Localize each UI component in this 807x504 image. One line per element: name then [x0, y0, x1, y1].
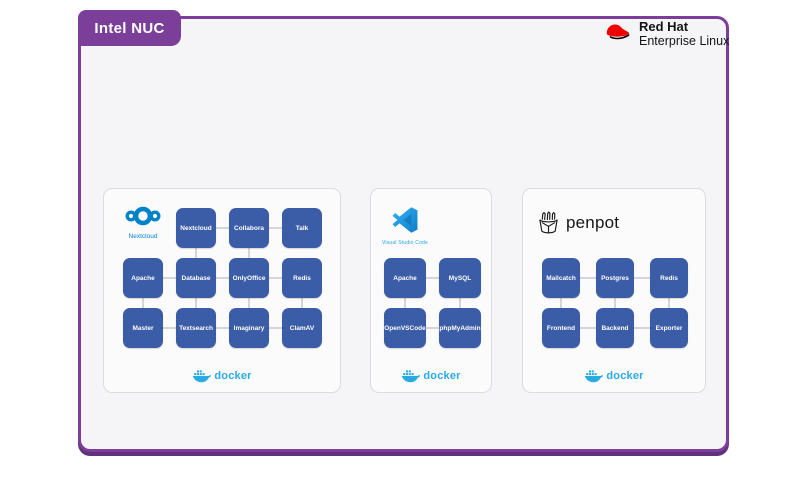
- service-box-phpmyadmin: phpMyAdmin: [439, 308, 481, 348]
- service-box-mailcatch: Mailcatch: [542, 258, 580, 298]
- penpot-icon: [539, 211, 558, 234]
- redhat-branding: Red Hat Enterprise Linux: [603, 20, 729, 49]
- docker-logo: docker: [104, 369, 340, 383]
- connector-line: [216, 227, 229, 229]
- vscode-icon: [392, 207, 418, 233]
- service-box-apache: Apache: [384, 258, 426, 298]
- service-box-postgres: Postgres: [596, 258, 634, 298]
- connector-line: [580, 327, 596, 329]
- service-box-exporter: Exporter: [650, 308, 688, 348]
- vscode-logo: Visual Studio Code: [375, 207, 435, 246]
- service-box-clamav: ClamAV: [282, 308, 322, 348]
- docker-label: docker: [606, 370, 644, 382]
- service-box-redis: Redis: [282, 258, 322, 298]
- connector-line: [301, 298, 303, 308]
- connector-line: [580, 277, 596, 279]
- docker-whale-icon: [402, 370, 421, 383]
- docker-label: docker: [214, 370, 252, 382]
- nextcloud-icon: [125, 206, 161, 226]
- service-box-master: Master: [123, 308, 163, 348]
- docker-logo: docker: [523, 369, 705, 383]
- nextcloud-logo: Nextcloud: [113, 205, 173, 240]
- connector-line: [614, 298, 616, 308]
- service-box-mysql: MySQL: [439, 258, 481, 298]
- connector-line: [248, 298, 250, 308]
- service-box-textsearch: Textsearch: [176, 308, 216, 348]
- connector-line: [634, 277, 650, 279]
- service-box-talk: Talk: [282, 208, 322, 248]
- connector-line: [163, 277, 176, 279]
- redhat-product: Enterprise Linux: [639, 33, 730, 48]
- service-box-collabora: Collabora: [229, 208, 269, 248]
- connector-line: [195, 248, 197, 258]
- intel-nuc-tab: Intel NUC: [78, 10, 181, 46]
- docker-logo: docker: [371, 369, 491, 383]
- service-box-backend: Backend: [596, 308, 634, 348]
- service-box-frontend: Frontend: [542, 308, 580, 348]
- service-box-redis: Redis: [650, 258, 688, 298]
- connector-line: [269, 327, 282, 329]
- connector-line: [216, 327, 229, 329]
- connector-line: [248, 248, 250, 258]
- nextcloud-stack-card: Nextcloud Nextcloud Collabora Talk Apach…: [103, 188, 341, 393]
- connector-line: [426, 277, 439, 279]
- connector-line: [216, 277, 229, 279]
- redhat-text: Red Hat Enterprise Linux: [639, 20, 729, 48]
- connector-line: [426, 327, 439, 329]
- service-box-imaginary: Imaginary: [229, 308, 269, 348]
- connector-line: [163, 327, 176, 329]
- service-box-nextcloud: Nextcloud: [176, 208, 216, 248]
- docker-whale-icon: [585, 370, 604, 383]
- service-box-database: Database: [176, 258, 216, 298]
- connector-line: [269, 227, 282, 229]
- docker-label: docker: [423, 370, 461, 382]
- connector-line: [634, 327, 650, 329]
- service-box-apache: Apache: [123, 258, 163, 298]
- connector-line: [195, 298, 197, 308]
- docker-whale-icon: [193, 370, 212, 383]
- connector-line: [459, 298, 461, 308]
- intel-nuc-label: Intel NUC: [94, 19, 165, 37]
- connector-line: [404, 298, 406, 308]
- service-box-openvscode: OpenVSCode: [384, 308, 426, 348]
- vscode-logo-label: Visual Studio Code: [381, 240, 429, 246]
- connector-line: [668, 298, 670, 308]
- penpot-logo: penpot: [538, 211, 619, 234]
- service-box-onlyoffice: OnlyOffice: [229, 258, 269, 298]
- vscode-stack-card: Visual Studio Code Apache MySQL OpenVSCo…: [370, 188, 492, 393]
- connector-line: [142, 298, 144, 308]
- penpot-logo-label: penpot: [566, 212, 620, 232]
- connector-line: [269, 277, 282, 279]
- redhat-name: Red Hat: [639, 19, 689, 35]
- connector-line: [560, 298, 562, 308]
- penpot-stack-card: penpot Mailcatch Postgres Redis Frontend…: [522, 188, 706, 393]
- redhat-fedora-icon: [603, 20, 633, 49]
- nextcloud-logo-label: Nextcloud: [128, 233, 158, 240]
